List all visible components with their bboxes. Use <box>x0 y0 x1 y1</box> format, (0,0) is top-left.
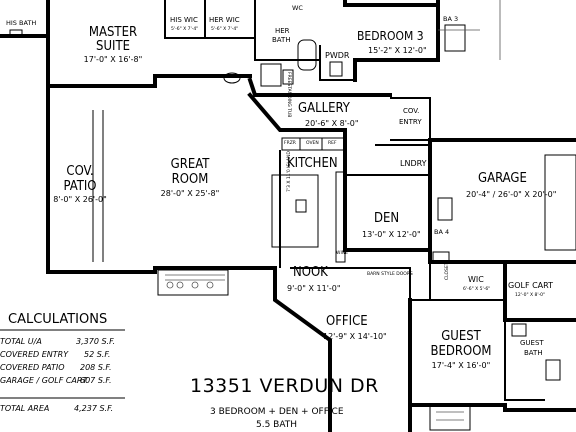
room-guest-bedroom: GUEST BEDROOM 17'-4" X 16'-0" <box>420 330 502 370</box>
wall-gallery-south <box>247 92 347 132</box>
office-dims: 12'-9" X 14'-10" <box>323 332 387 341</box>
room-great-room: GREAT ROOM 28'-0" X 25'-8" <box>140 158 240 198</box>
calc-label-1: COVERED ENTRY <box>0 350 69 359</box>
wall-pwdr <box>319 45 355 81</box>
exterior-wall-west <box>46 0 157 274</box>
calculations-title: CALCULATIONS <box>8 312 108 327</box>
great-room-dims: 28'-0" X 25'-8" <box>160 189 220 198</box>
cov-entry-line1: COV. <box>403 107 420 115</box>
bedroom3-dims: 15'-2" X 12'-0" <box>368 46 427 55</box>
kitchen-island <box>271 174 319 248</box>
kitchen-counter <box>281 137 345 151</box>
calc-value-0: 3,370 S.F. <box>76 337 116 346</box>
cov-patio-line2: PATIO <box>63 179 97 194</box>
wall-golf-cart <box>503 260 576 322</box>
calc-label-2: COVERED PATIO <box>0 363 65 372</box>
freestanding-tub-label: FREESTANDING TUB <box>286 72 291 118</box>
garage-door <box>544 154 576 251</box>
room-ba3: BA 3 <box>443 15 459 23</box>
room-lndry: LNDRY <box>400 159 427 168</box>
calc-value-3: 607 S.F. <box>80 376 112 385</box>
room-cov-patio: COV. PATIO 8'-0" X 26'-0" <box>40 165 120 204</box>
barn-doors-label: BARN STYLE DOORS <box>367 272 413 277</box>
room-master-suite: MASTER SUITE 17'-0" X 16'-8" <box>68 26 158 64</box>
room-kitchen: KITCHEN <box>287 156 338 171</box>
room-his-bath: HIS BATH <box>6 19 37 27</box>
room-her-wic: HER WIC <box>209 16 240 24</box>
wall-great-room-north <box>46 74 252 88</box>
great-room-line1: GREAT <box>170 157 210 172</box>
master-suite-line1: MASTER <box>88 25 138 40</box>
freestanding-tub <box>297 39 317 71</box>
nook-dims: 9'-0" X 11'-0" <box>287 284 341 293</box>
kitchen-wine: WINE <box>336 251 348 256</box>
room-den: DEN <box>374 211 400 226</box>
guest-bedroom-line2: BEDROOM <box>430 344 492 359</box>
exterior-wall-bedroom3 <box>343 0 440 7</box>
calc-value-1: 52 S.F. <box>84 350 111 359</box>
guest-bath-line1: GUEST <box>520 339 544 347</box>
cov-entry-line2: ENTRY <box>399 118 422 126</box>
her-bath-line2: BATH <box>272 36 291 44</box>
room-office: OFFICE <box>326 314 368 329</box>
room-wic: WIC <box>468 275 484 284</box>
kitchen-ref: REF <box>328 141 337 146</box>
his-wic-dims: 5'-6" X 7'-4" <box>171 27 199 32</box>
room-pwdr: PWDR <box>325 51 350 60</box>
golf-cart-dims: 12'-0" X 8'-0" <box>515 293 546 298</box>
wic-dims: 6'-6" X 5'-6" <box>463 287 491 292</box>
room-ba4: BA 4 <box>434 228 450 236</box>
room-garage: GARAGE <box>478 171 527 186</box>
fireplace <box>157 269 229 296</box>
closet-label: CLOSET <box>445 262 450 280</box>
wall-laundry <box>375 144 431 175</box>
wall-guest-south <box>408 403 576 412</box>
room-gallery: GALLERY <box>298 101 350 116</box>
calc-label-0: TOTAL U/A <box>0 337 42 346</box>
room-nook: NOOK <box>293 265 328 280</box>
her-wic-dims: 5'-6" X 7'-4" <box>211 27 239 32</box>
master-suite-dims: 17'-0" X 16'-8" <box>83 55 143 64</box>
cov-patio-line1: COV. <box>66 164 94 179</box>
calc-label-3: GARAGE / GOLF CART <box>0 376 88 385</box>
room-golf-cart: GOLF CART <box>508 281 554 290</box>
wall-guest-bath <box>504 320 545 401</box>
guest-bedroom-dims: 17'-4" X 16'-0" <box>431 361 491 370</box>
wall-office-north <box>290 267 430 301</box>
room-bedroom3: BEDROOM 3 <box>357 29 424 43</box>
kitchen-oven: OVEN <box>306 141 319 146</box>
wall-guest-north <box>429 262 505 301</box>
address-title: 13351 VERDUN DR <box>190 375 379 397</box>
wall-cov-entry <box>390 97 431 141</box>
gallery-dims: 20'-6" X 8'-0" <box>305 119 359 128</box>
wall-great-room-south <box>153 266 332 432</box>
guest-bath-line2: BATH <box>524 349 543 357</box>
kitchen-island-label: 7'3 X 11'0 ISLAND <box>287 151 292 192</box>
calc-value-2: 208 S.F. <box>80 363 112 372</box>
title-line2: 5.5 BATH <box>256 420 298 430</box>
wall-gallery-north <box>247 77 392 97</box>
title-line1: 3 BEDROOM + DEN + OFFICE <box>210 407 344 417</box>
den-dims: 13'-0" X 12'-0" <box>362 230 421 239</box>
kitchen-frzr: FRZR <box>284 141 296 146</box>
great-room-line2: ROOM <box>171 172 209 187</box>
garage-dims: 20'-4" / 26'-0" X 20'-0" <box>466 190 557 199</box>
her-bath-line1: HER <box>275 27 290 35</box>
guest-bedroom-line1: GUEST <box>441 329 481 344</box>
calc-total-label: TOTAL AREA <box>0 404 50 413</box>
calc-total-value: 4,237 S.F. <box>74 404 114 413</box>
room-wc: WC <box>292 4 303 12</box>
cov-patio-dims: 8'-0" X 26'-0" <box>53 195 107 204</box>
room-his-wic: HIS WIC <box>170 16 198 24</box>
master-suite-line2: SUITE <box>96 39 130 54</box>
